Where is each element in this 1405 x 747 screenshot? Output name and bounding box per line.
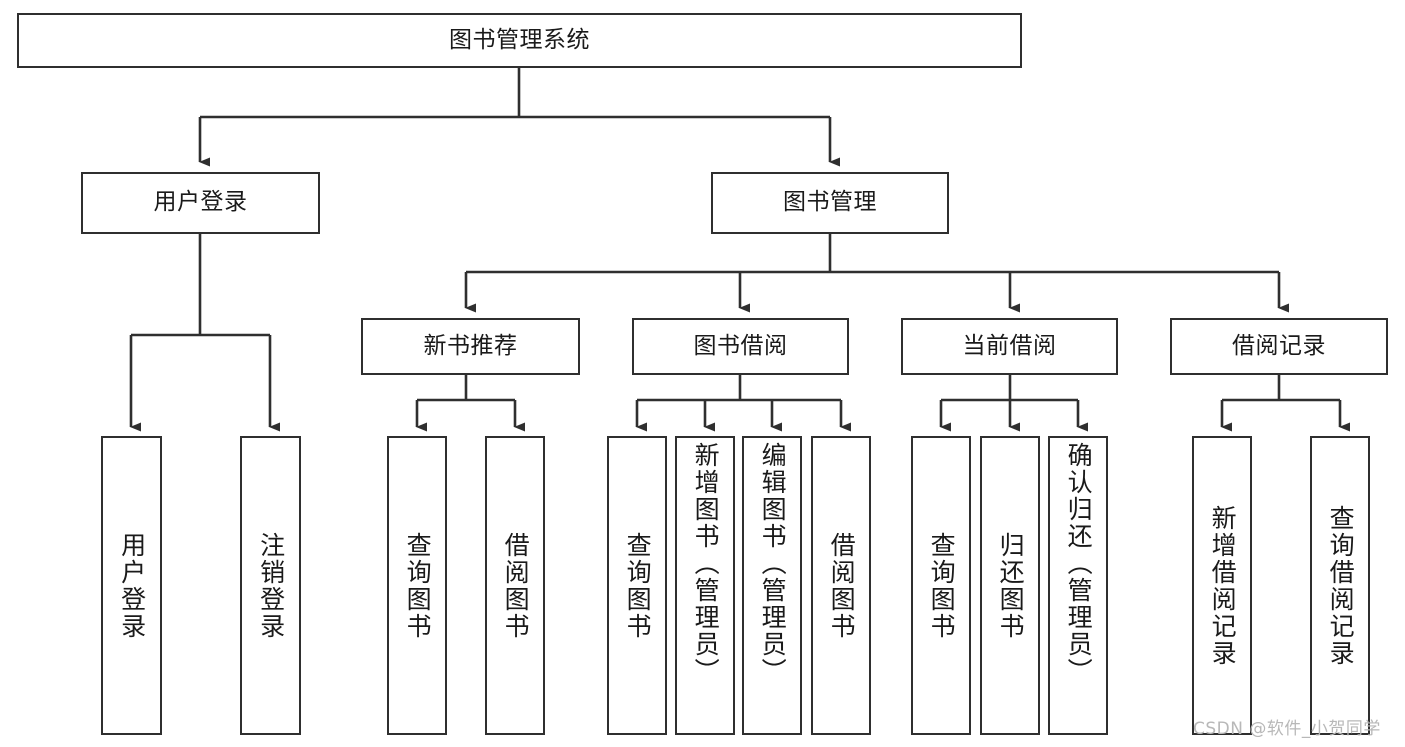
node-book-management[interactable]: 图书管理 xyxy=(711,172,949,234)
leaf-logout-login-label: 注销登录 xyxy=(256,531,286,640)
node-user-login-label: 用户登录 xyxy=(153,189,248,216)
leaf-edit-book[interactable]: 编辑图书（管理员） xyxy=(742,436,802,735)
node-borrow-record[interactable]: 借阅记录 xyxy=(1170,318,1388,375)
node-current-borrow[interactable]: 当前借阅 xyxy=(901,318,1118,375)
leaf-query-borrow-record[interactable]: 查询借阅记录 xyxy=(1310,436,1370,735)
node-user-login[interactable]: 用户登录 xyxy=(81,172,320,234)
leaf-logout-login[interactable]: 注销登录 xyxy=(240,436,301,735)
leaf-return-book-label: 归还图书 xyxy=(996,531,1026,640)
node-root[interactable]: 图书管理系统 xyxy=(17,13,1022,68)
leaf-query-book-3[interactable]: 查询图书 xyxy=(911,436,971,735)
node-new-book-recommend-label: 新书推荐 xyxy=(423,332,518,359)
node-book-borrow[interactable]: 图书借阅 xyxy=(632,318,849,375)
node-borrow-record-label: 借阅记录 xyxy=(1232,332,1326,359)
leaf-query-book-3-label: 查询图书 xyxy=(927,531,957,640)
leaf-query-book-1[interactable]: 查询图书 xyxy=(387,436,447,735)
leaf-borrow-book-2[interactable]: 借阅图书 xyxy=(811,436,871,735)
node-book-management-label: 图书管理 xyxy=(783,189,877,216)
node-current-borrow-label: 当前借阅 xyxy=(962,332,1057,359)
leaf-query-book-1-label: 查询图书 xyxy=(403,531,433,640)
leaf-add-book[interactable]: 新增图书（管理员） xyxy=(675,436,735,735)
leaf-edit-book-label: 编辑图书（管理员） xyxy=(758,442,788,685)
csdn-watermark: CSDN @软件_小贺同学 xyxy=(1193,719,1381,739)
leaf-return-book[interactable]: 归还图书 xyxy=(980,436,1040,735)
leaf-add-borrow-record-label: 新增借阅记录 xyxy=(1208,504,1238,667)
leaf-query-borrow-record-label: 查询借阅记录 xyxy=(1326,504,1356,667)
leaf-user-login[interactable]: 用户登录 xyxy=(101,436,162,735)
leaf-add-borrow-record[interactable]: 新增借阅记录 xyxy=(1192,436,1252,735)
leaf-borrow-book-1-label: 借阅图书 xyxy=(501,531,531,640)
leaf-confirm-return-label: 确认归还（管理员） xyxy=(1064,442,1094,685)
leaf-query-book-2-label: 查询图书 xyxy=(623,531,653,640)
node-book-borrow-label: 图书借阅 xyxy=(693,332,788,359)
leaf-confirm-return[interactable]: 确认归还（管理员） xyxy=(1048,436,1108,735)
leaf-user-login-label: 用户登录 xyxy=(117,531,147,640)
leaf-query-book-2[interactable]: 查询图书 xyxy=(607,436,667,735)
node-root-label: 图书管理系统 xyxy=(449,26,590,53)
leaf-borrow-book-1[interactable]: 借阅图书 xyxy=(485,436,545,735)
node-new-book-recommend[interactable]: 新书推荐 xyxy=(361,318,580,375)
leaf-add-book-label: 新增图书（管理员） xyxy=(691,442,721,685)
leaf-borrow-book-2-label: 借阅图书 xyxy=(827,531,857,640)
